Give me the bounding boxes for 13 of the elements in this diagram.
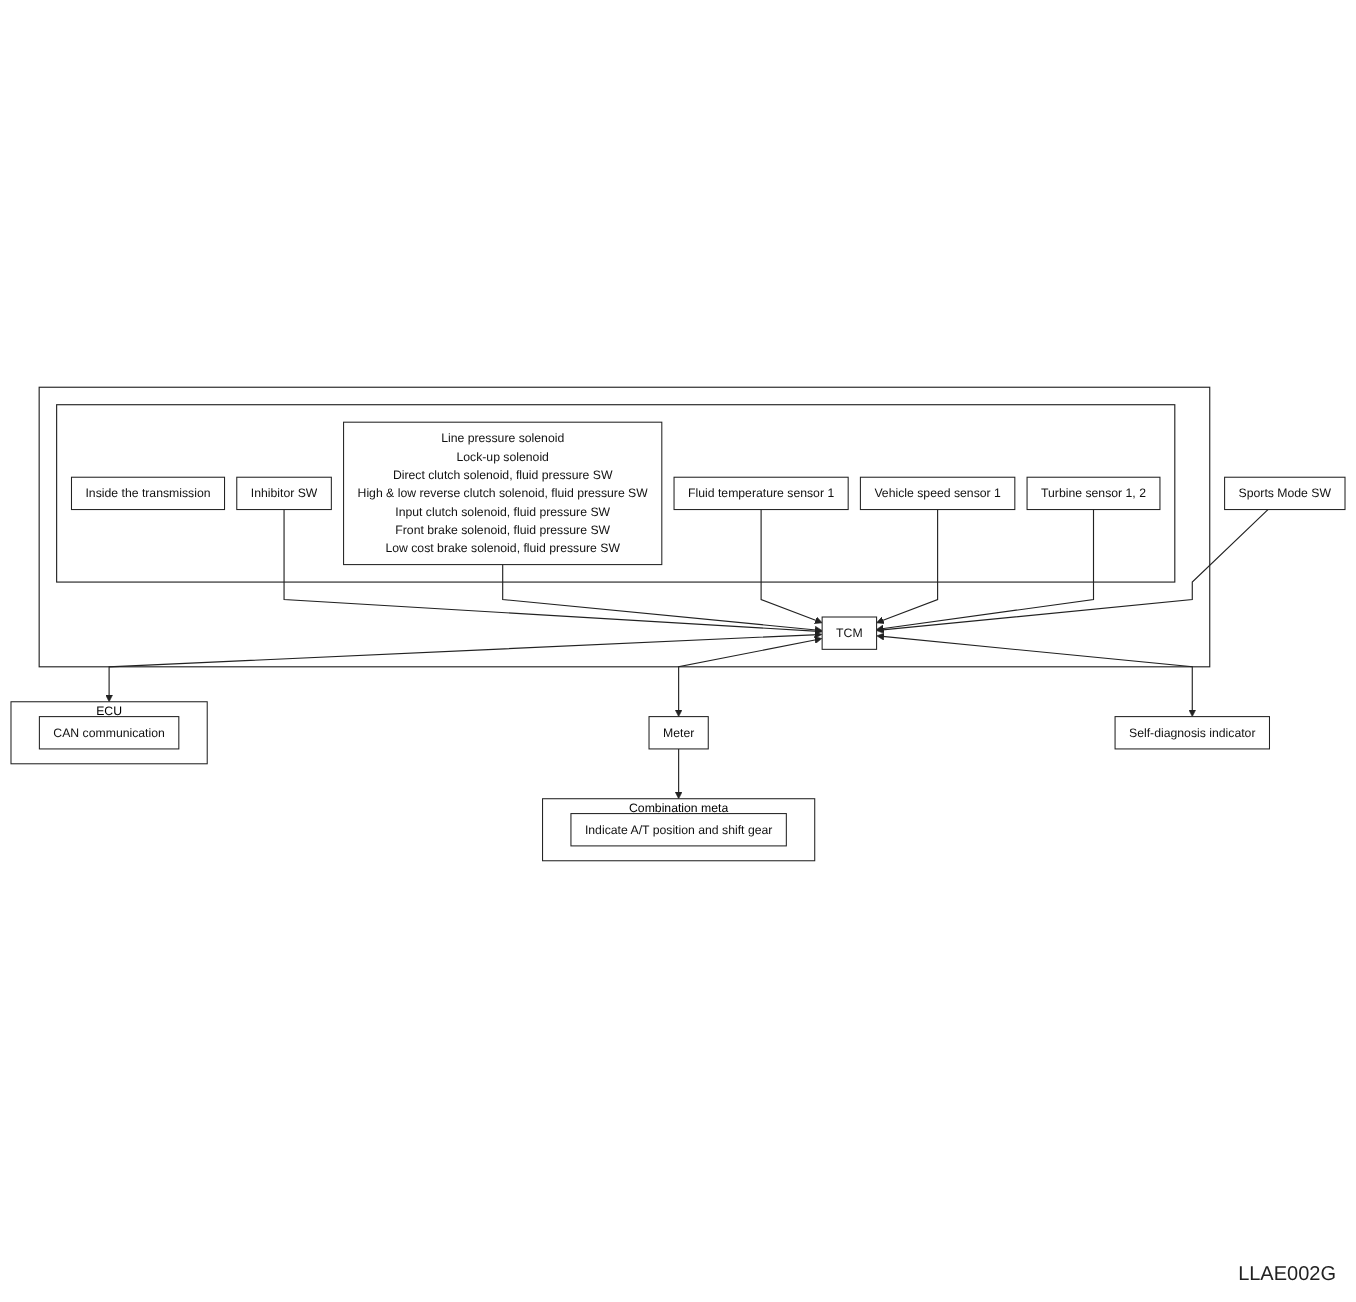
arrow	[674, 636, 823, 717]
arrow	[674, 748, 683, 800]
arrow	[502, 564, 823, 634]
arrow	[283, 509, 823, 635]
arrow	[105, 630, 823, 703]
cluster	[38, 386, 1211, 668]
cluster	[56, 404, 1176, 583]
arrow	[876, 509, 939, 624]
arrow	[876, 509, 1095, 633]
arrow	[876, 509, 1269, 634]
arrow	[876, 632, 1197, 717]
arrow	[760, 509, 823, 624]
figure-code: LLAE002G	[1238, 1264, 1336, 1286]
